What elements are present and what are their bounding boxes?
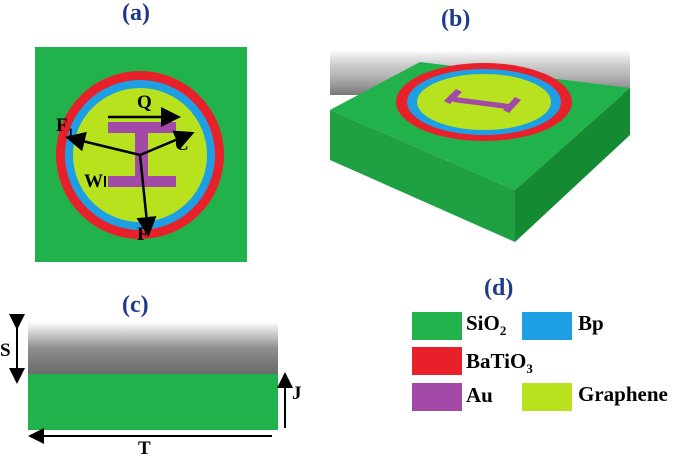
au-3d-bar (453, 97, 509, 109)
panel-label-c: (c) (122, 292, 149, 318)
legend-bp-swatch (522, 312, 572, 340)
legend-graphene-swatch (522, 383, 572, 411)
s-label: S (0, 340, 11, 361)
c-arrow (139, 130, 195, 157)
f-arrow (136, 154, 157, 237)
au-top-bar (108, 122, 176, 133)
legend-sio2-swatch (412, 312, 462, 340)
block-left-face (330, 110, 515, 242)
f1-arrow (65, 131, 141, 157)
legend-au-swatch (412, 383, 462, 411)
block-right-face (515, 88, 630, 242)
legend-batio3-swatch (412, 347, 462, 375)
c-label: C (175, 134, 189, 155)
t-label: T (138, 438, 151, 459)
au-3d-left (444, 89, 462, 104)
legend-graphene-label: Graphene (578, 382, 668, 406)
f1-label: F1 (56, 115, 74, 139)
j-label: J (292, 383, 302, 404)
panel-label-a: (a) (122, 0, 150, 26)
legend-bp-label: Bp (578, 311, 604, 335)
au-3d-right (503, 97, 521, 113)
side-sio2-layer (28, 374, 278, 430)
legend-au-label: Au (466, 383, 493, 407)
panel-label-d: (d) (484, 275, 514, 301)
side-shadow (28, 322, 278, 374)
panel-label-b: (b) (441, 6, 471, 32)
f-label: F (137, 224, 149, 245)
legend-sio2-label: SiO2 (466, 311, 507, 339)
w-label: W (84, 171, 103, 192)
legend-batio3-label: BaTiO3 (466, 349, 533, 377)
q-label: Q (137, 92, 152, 113)
